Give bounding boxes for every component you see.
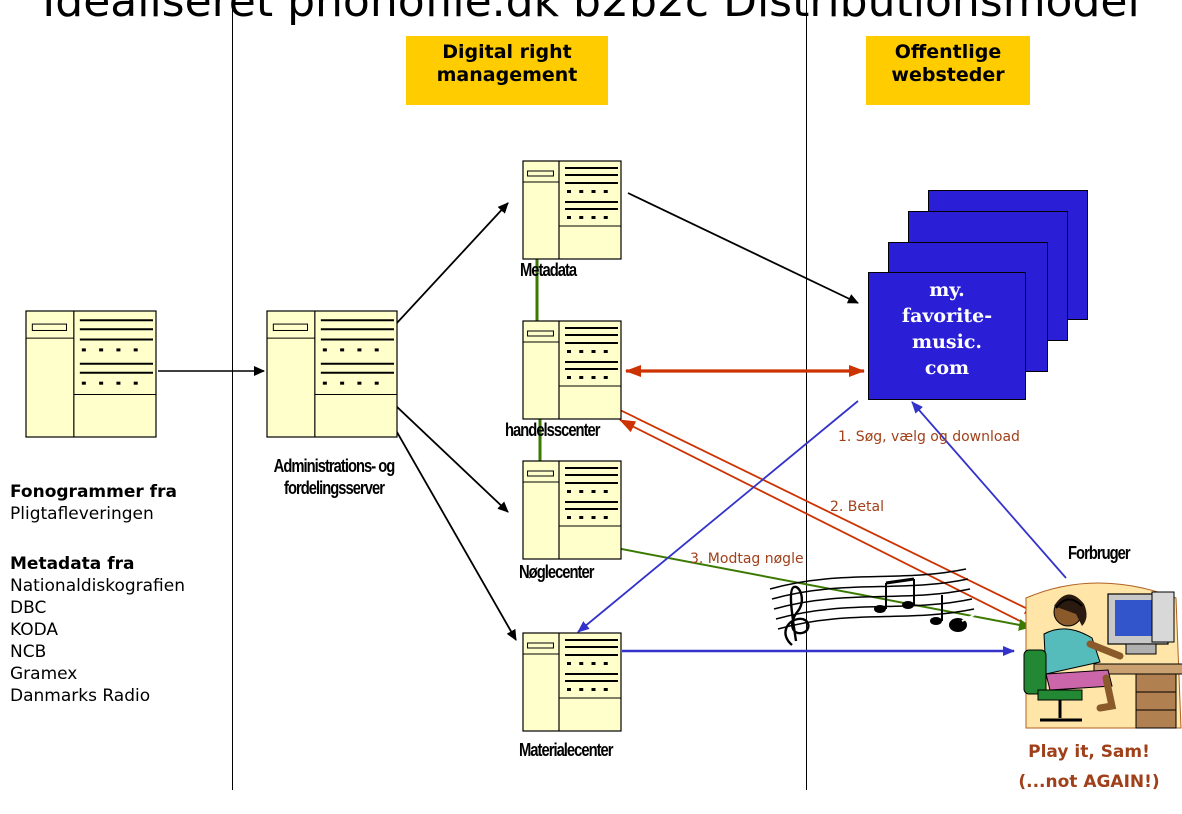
label-consumer: Forbruger bbox=[1068, 543, 1131, 563]
server-icon bbox=[25, 310, 157, 438]
server-icon bbox=[522, 632, 622, 732]
source-metadata-item: Gramex bbox=[10, 664, 78, 684]
divider-right bbox=[806, 0, 807, 790]
arrow-betal-1 bbox=[619, 409, 1041, 616]
tagline-line2: (...not AGAIN!) bbox=[1018, 772, 1160, 792]
server-materiale bbox=[522, 632, 622, 732]
server-icon bbox=[522, 320, 622, 420]
website-line: favorite- bbox=[901, 305, 993, 327]
server-noegle bbox=[522, 460, 622, 560]
server-handel bbox=[522, 320, 622, 420]
label-admin: Administrations- og fordelingsserver bbox=[252, 455, 416, 499]
page-title: Idealiseret phonofile.dk b2b2c Distribut… bbox=[42, 0, 1140, 27]
arrow-consumer-to-website bbox=[911, 401, 1067, 579]
server-icon bbox=[522, 160, 622, 260]
website-line: com bbox=[924, 357, 970, 379]
consumer-illustration bbox=[1023, 582, 1182, 729]
website-line: my. bbox=[929, 279, 965, 301]
source-metadata-item: NCB bbox=[10, 642, 47, 662]
header-web-line1: Offentlige bbox=[894, 41, 1002, 63]
source-metadata-item: DBC bbox=[10, 598, 47, 618]
tagline: Play it, Sam! (...not AGAIN!) bbox=[996, 737, 1182, 797]
arrow-betal-2 bbox=[619, 419, 1027, 625]
source-metadata: Metadata fra Nationaldiskografien DBC KO… bbox=[10, 553, 185, 707]
source-metadata-heading: Metadata fra bbox=[10, 554, 135, 574]
arrow-website-to-materiale bbox=[577, 400, 859, 633]
label-admin-line1: Administrations- og bbox=[273, 456, 396, 476]
label-materiale: Materialecenter bbox=[519, 740, 614, 760]
source-metadata-item: KODA bbox=[10, 620, 59, 640]
tagline-line1: Play it, Sam! bbox=[1028, 742, 1150, 762]
source-metadata-item: Danmarks Radio bbox=[10, 686, 151, 706]
label-noegle: Nøglecenter bbox=[519, 562, 594, 582]
server-metadata bbox=[522, 160, 622, 260]
step-2-label: 2. Betal bbox=[830, 499, 884, 515]
arrow-metadata-to-website bbox=[627, 192, 859, 304]
header-drm: Digital right management bbox=[406, 36, 608, 105]
source-fonogrammer-heading: Fonogrammer fra bbox=[10, 482, 177, 502]
label-admin-line2: fordelingsserver bbox=[284, 478, 385, 498]
label-handel: handelsscenter bbox=[505, 420, 601, 440]
header-web-line2: websteder bbox=[891, 64, 1005, 86]
arrow-modtag-noegle bbox=[589, 542, 1031, 631]
website-front-page: my. favorite- music. com bbox=[868, 272, 1026, 400]
music-notes-icon bbox=[769, 568, 975, 646]
label-metadata: Metadata bbox=[520, 260, 577, 280]
header-drm-line2: management bbox=[436, 64, 578, 86]
source-metadata-item: Nationaldiskografien bbox=[10, 576, 185, 596]
server-icon bbox=[266, 310, 398, 438]
source-fonogrammer: Fonogrammer fra Pligtafleveringen bbox=[10, 481, 177, 525]
source-fonogrammer-item: Pligtafleveringen bbox=[10, 504, 154, 524]
header-drm-line1: Digital right bbox=[442, 41, 572, 63]
step-1-label: 1. Søg, vælg og download bbox=[838, 429, 1020, 445]
step-3-label: 3. Modtag nøgle bbox=[690, 551, 804, 567]
header-websites: Offentlige websteder bbox=[866, 36, 1030, 105]
server-icon bbox=[522, 460, 622, 560]
website-line: music. bbox=[911, 331, 983, 353]
divider-left bbox=[232, 0, 233, 790]
